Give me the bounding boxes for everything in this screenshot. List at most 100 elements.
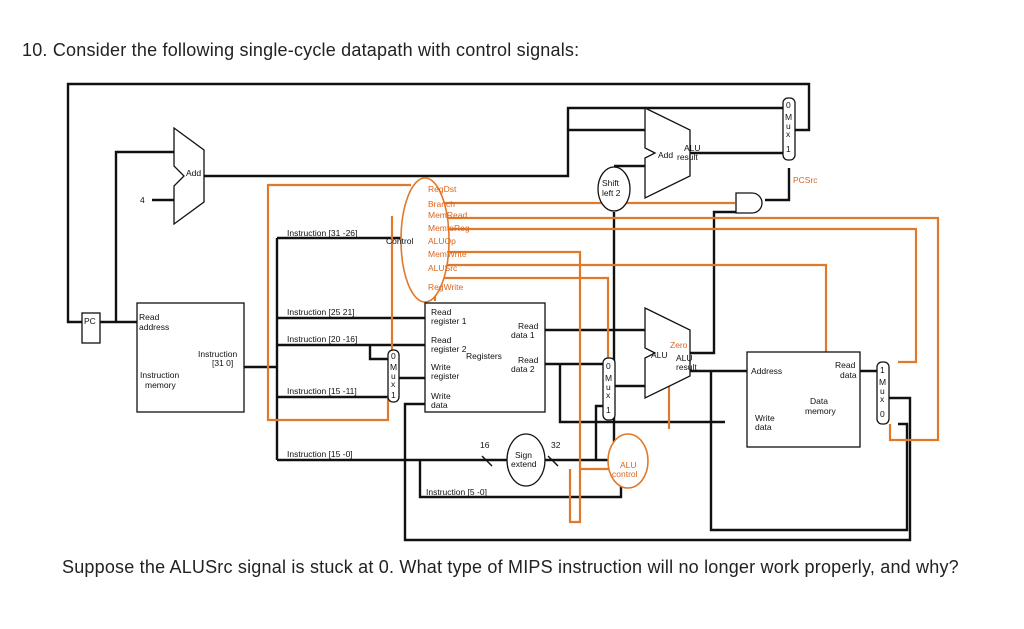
svg-text:u: u (391, 371, 396, 381)
svg-text:RegDst: RegDst (428, 184, 457, 194)
svg-text:ALU: ALU (620, 460, 637, 470)
svg-text:data: data (840, 370, 857, 380)
svg-text:0: 0 (786, 100, 791, 110)
svg-text:Write: Write (755, 413, 775, 423)
svg-text:u: u (880, 386, 885, 396)
svg-text:u: u (606, 382, 611, 392)
sign-extend: Sign extend 16 32 (480, 433, 561, 487)
data-memory: Address Read data Data memory Write data (746, 351, 861, 448)
main-alu: Zero ALU ALU result (644, 306, 697, 400)
alusrc-mux: 0 M u x 1 (602, 357, 616, 421)
svg-text:Data: Data (810, 396, 828, 406)
memtoreg-mux: 1 M u x 0 (876, 361, 890, 425)
svg-text:M: M (390, 362, 397, 372)
svg-text:extend: extend (511, 459, 537, 469)
svg-text:control: control (612, 469, 638, 479)
svg-text:memory: memory (145, 380, 176, 390)
control-signal-labels: RegDst Branch MemRead MemtoReg ALUOp Mem… (428, 184, 470, 292)
svg-text:result: result (676, 362, 697, 372)
question-heading: 10. Consider the following single-cycle … (22, 40, 579, 61)
svg-text:ALU: ALU (676, 353, 693, 363)
svg-text:data 1: data 1 (511, 330, 535, 340)
question-number: 10. (22, 40, 48, 60)
svg-text:[31 0]: [31 0] (212, 358, 233, 368)
svg-text:0: 0 (606, 361, 611, 371)
svg-text:Zero: Zero (670, 340, 688, 350)
svg-text:MemWrite: MemWrite (428, 249, 467, 259)
svg-text:Instruction [31 -26]: Instruction [31 -26] (287, 228, 357, 238)
svg-text:data 2: data 2 (511, 364, 535, 374)
pc-adder: Add (173, 126, 205, 226)
svg-text:M: M (785, 112, 792, 122)
svg-text:x: x (391, 379, 396, 389)
svg-text:M: M (879, 377, 886, 387)
svg-text:data: data (755, 422, 772, 432)
svg-text:Shift: Shift (602, 178, 620, 188)
svg-text:RegWrite: RegWrite (428, 282, 464, 292)
svg-text:1: 1 (786, 144, 791, 154)
svg-text:Instruction: Instruction (140, 370, 179, 380)
svg-text:Instruction [15 -11]: Instruction [15 -11] (287, 386, 357, 396)
svg-text:x: x (786, 129, 791, 139)
svg-text:PC: PC (84, 316, 96, 326)
svg-text:Instruction [5 -0]: Instruction [5 -0] (426, 487, 487, 497)
instruction-memory: Read address Instruction [31 0] Instruct… (136, 302, 245, 413)
pcsrc-label: PCSrc (793, 175, 818, 185)
regdst-mux: 0 M u x 1 (387, 349, 400, 403)
svg-text:M: M (605, 373, 612, 383)
shift-left-2: Shift left 2 (597, 166, 631, 212)
svg-text:16: 16 (480, 440, 490, 450)
question-prompt: Consider the following single-cycle data… (52, 40, 580, 60)
instruction-field-labels: Instruction [31 -26] Instruction [25 21]… (287, 228, 487, 497)
svg-text:1: 1 (391, 390, 396, 400)
svg-text:1: 1 (606, 405, 611, 415)
pc-register: PC (81, 312, 101, 344)
svg-text:Registers: Registers (466, 351, 502, 361)
svg-text:ALU: ALU (651, 350, 668, 360)
svg-text:address: address (139, 322, 169, 332)
svg-text:Read: Read (431, 307, 452, 317)
svg-text:x: x (880, 394, 885, 404)
svg-text:register 1: register 1 (431, 316, 467, 326)
svg-text:Read: Read (139, 312, 160, 322)
svg-text:u: u (786, 121, 791, 131)
svg-text:Read: Read (835, 360, 856, 370)
svg-text:ALUSrc: ALUSrc (428, 263, 458, 273)
pcsrc-mux: 0 M u x 1 (782, 97, 796, 161)
svg-text:Instruction [15 -0]: Instruction [15 -0] (287, 449, 353, 459)
svg-text:Add: Add (658, 150, 673, 160)
svg-text:Instruction: Instruction (198, 349, 237, 359)
constant-four: 4 (140, 195, 145, 205)
svg-text:Control: Control (386, 236, 414, 246)
control-unit: Control (386, 177, 450, 303)
svg-text:register: register (431, 371, 460, 381)
register-file: Read register 1 Read register 2 Register… (424, 302, 546, 413)
svg-text:x: x (606, 390, 611, 400)
svg-text:Read: Read (431, 335, 452, 345)
svg-text:result: result (677, 152, 698, 162)
svg-text:Add: Add (186, 168, 201, 178)
alu-control: ALU control (607, 433, 649, 489)
question-text: Suppose the ALUSrc signal is stuck at 0.… (62, 557, 959, 577)
svg-text:32: 32 (551, 440, 561, 450)
svg-text:Sign: Sign (515, 450, 532, 460)
svg-text:Instruction [20 -16]: Instruction [20 -16] (287, 334, 357, 344)
svg-text:Read: Read (518, 321, 539, 331)
svg-text:Write: Write (431, 391, 451, 401)
svg-text:MemtoReg: MemtoReg (428, 223, 470, 233)
svg-text:register 2: register 2 (431, 344, 467, 354)
svg-text:Address: Address (751, 366, 782, 376)
svg-text:Branch: Branch (428, 199, 455, 209)
svg-text:0: 0 (880, 409, 885, 419)
svg-text:ALUOp: ALUOp (428, 236, 456, 246)
branch-and-gate (735, 192, 763, 214)
svg-text:ALU: ALU (684, 143, 701, 153)
svg-text:Write: Write (431, 362, 451, 372)
svg-text:MemRead: MemRead (428, 210, 467, 220)
svg-text:Instruction [25 21]: Instruction [25 21] (287, 307, 355, 317)
svg-text:Read: Read (518, 355, 539, 365)
svg-text:left 2: left 2 (602, 188, 621, 198)
svg-text:1: 1 (880, 365, 885, 375)
branch-adder: Add ALU result (644, 106, 701, 200)
